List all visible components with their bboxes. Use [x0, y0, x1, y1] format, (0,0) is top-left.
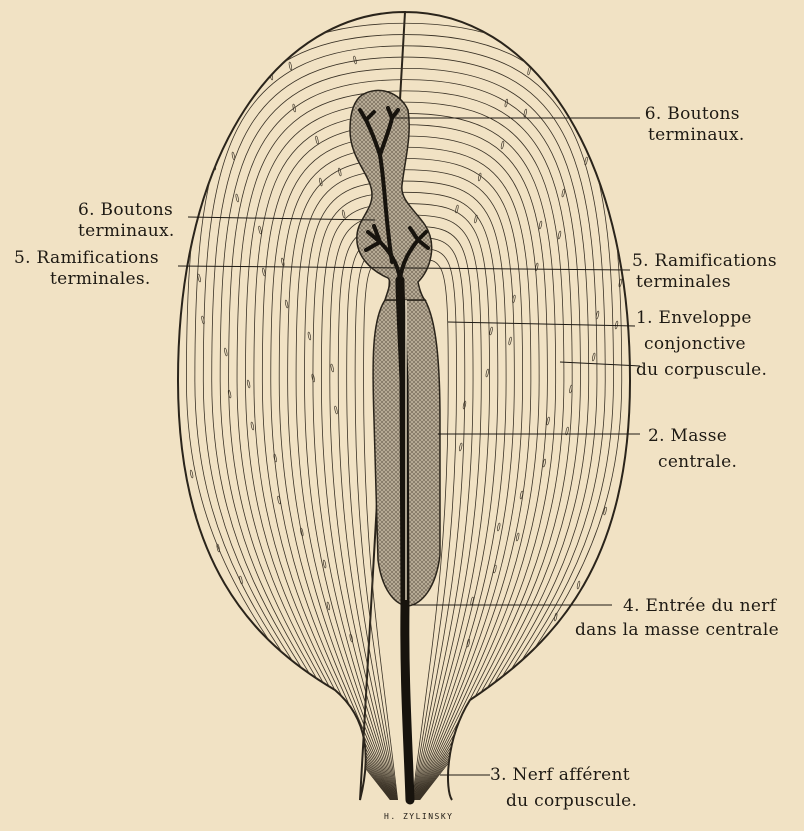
- label-line: conjonctive: [636, 331, 767, 357]
- nucleus-mark: [455, 205, 459, 213]
- nucleus-mark: [558, 231, 562, 239]
- nucleus-mark: [232, 152, 236, 160]
- label-nerf: 3. Nerf afférent du corpuscule.: [490, 762, 637, 814]
- nucleus-mark: [334, 406, 338, 414]
- label-line: terminaux.: [78, 221, 175, 242]
- label-line: terminales: [632, 272, 777, 293]
- label-line: du corpuscule.: [636, 357, 767, 383]
- nucleus-mark: [508, 337, 512, 345]
- label-line: 1. Enveloppe: [636, 305, 767, 331]
- nucleus-mark: [266, 650, 270, 658]
- nucleus-mark: [470, 597, 474, 605]
- label-line: 2. Masse: [648, 423, 737, 449]
- nucleus-mark: [546, 417, 550, 425]
- nucleus-mark: [247, 380, 251, 388]
- nucleus-mark: [539, 221, 543, 229]
- label-line: du corpuscule.: [490, 788, 637, 814]
- nucleus-mark: [182, 666, 186, 674]
- nucleus-mark: [190, 470, 194, 478]
- nucleus-mark: [315, 136, 319, 144]
- nucleus-mark: [634, 671, 638, 679]
- nucleus-mark: [243, 618, 247, 626]
- label-ramifications-right: 5. Ramifications terminales: [632, 251, 777, 293]
- label-ramifications-left: 5. Ramifications terminales.: [14, 248, 159, 290]
- nucleus-mark: [577, 581, 581, 589]
- label-line: terminaux.: [640, 125, 745, 146]
- nucleus-mark: [308, 332, 312, 340]
- nucleus-mark: [224, 348, 228, 356]
- nucleus-mark: [323, 560, 327, 568]
- nucleus-mark: [289, 62, 293, 70]
- label-boutons-left: 6. Boutons terminaux.: [78, 200, 175, 242]
- label-boutons-right: 6. Boutons terminaux.: [640, 104, 745, 146]
- nucleus-mark: [342, 210, 346, 218]
- label-masse: 2. Masse centrale.: [648, 423, 737, 475]
- nucleus-mark: [588, 115, 592, 123]
- label-line: 5. Ramifications: [632, 251, 777, 272]
- nucleus-mark: [353, 56, 357, 64]
- nucleus-mark: [167, 438, 171, 446]
- nucleus-mark: [171, 480, 175, 488]
- nucleus-mark: [607, 125, 611, 133]
- label-enveloppe: 1. Enveloppe conjonctive du corpuscule.: [636, 305, 767, 383]
- nucleus-mark: [611, 83, 615, 91]
- artist-signature: H. ZYLINSKY: [384, 812, 453, 821]
- nucleus-mark: [561, 189, 565, 197]
- nucleus-mark: [516, 533, 520, 541]
- label-line: 6. Boutons: [640, 104, 745, 125]
- nucleus-mark: [584, 157, 588, 165]
- nucleus-mark: [228, 390, 232, 398]
- nucleus-mark: [523, 109, 527, 117]
- nucleus-mark: [209, 120, 213, 128]
- nucleus-mark: [273, 454, 277, 462]
- nucleus-mark: [489, 327, 493, 335]
- nucleus-mark: [485, 369, 489, 377]
- nucleus-mark: [504, 99, 508, 107]
- nucleus-mark: [197, 274, 201, 282]
- nucleus-mark: [626, 475, 630, 483]
- nucleus-mark: [493, 565, 497, 573]
- nucleus-mark: [474, 215, 478, 223]
- label-line: 6. Boutons: [78, 200, 175, 221]
- label-entree: 4. Entrée du nerf dans la masse centrale: [575, 594, 779, 642]
- label-line: centrale.: [648, 449, 737, 475]
- label-line: terminales.: [14, 269, 159, 290]
- label-line: 5. Ramifications: [14, 248, 159, 269]
- label-line: 4. Entrée du nerf: [575, 594, 779, 618]
- nucleus-mark: [220, 586, 224, 594]
- nucleus-mark: [466, 639, 470, 647]
- nucleus-mark: [239, 576, 243, 584]
- nucleus-mark: [554, 613, 558, 621]
- nucleus-mark: [186, 88, 190, 96]
- nucleus-mark: [592, 353, 596, 361]
- label-line: 3. Nerf afférent: [490, 762, 637, 788]
- nucleus-mark: [501, 141, 505, 149]
- nucleus-mark: [258, 226, 262, 234]
- nucleus-mark: [520, 491, 524, 499]
- label-line: dans la masse centrale: [575, 618, 779, 642]
- nucleus-mark: [459, 443, 463, 451]
- nucleus-mark: [235, 194, 239, 202]
- nucleus-mark: [615, 321, 619, 329]
- nucleus-mark: [497, 523, 501, 531]
- nucleus-mark: [262, 268, 266, 276]
- nucleus-mark: [330, 364, 334, 372]
- nucleus-mark: [251, 422, 255, 430]
- nucleus-mark: [285, 300, 289, 308]
- nucleus-mark: [349, 634, 353, 642]
- nucleus-mark: [550, 655, 554, 663]
- nucleus-mark: [175, 242, 179, 250]
- nucleus-mark: [178, 284, 182, 292]
- nucleus-mark: [527, 67, 531, 75]
